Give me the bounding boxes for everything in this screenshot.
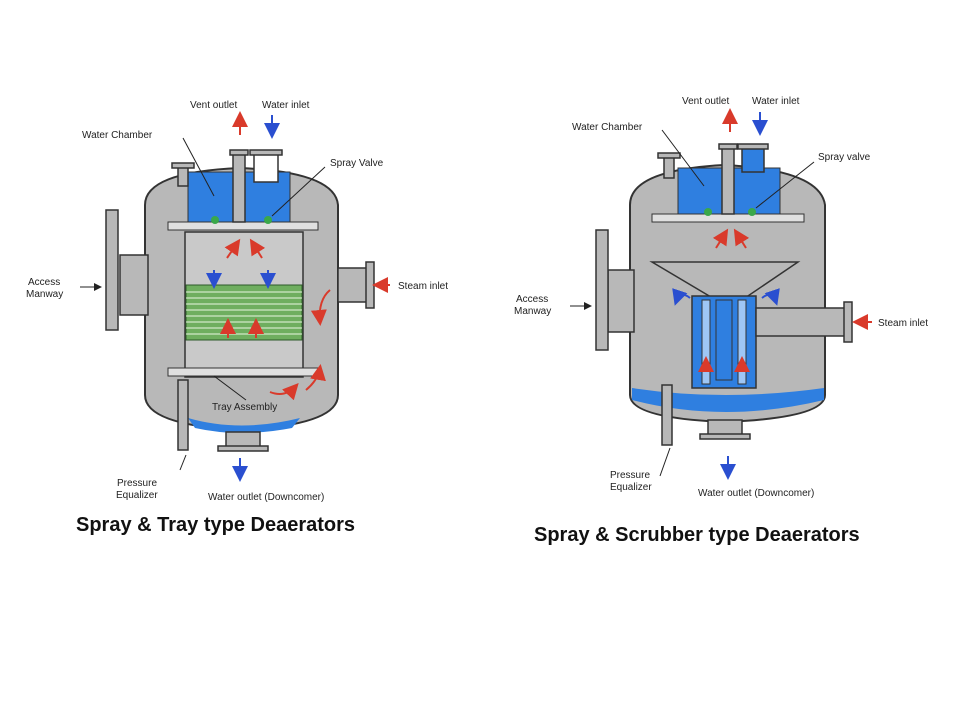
pressure-label: Pressure [117,478,157,489]
water-chamber-label: Water Chamber [572,122,643,133]
water-inlet-label: Water inlet [262,100,310,111]
tray-assembly-label: Tray Assembly [212,402,277,413]
spray-scrubber-drawing: Vent outlet Water inlet Water Chamber Sp… [514,96,928,499]
water-chamber-label: Water Chamber [82,130,153,141]
spray-valve-label: Spray valve [818,152,871,163]
bottom-water [632,388,824,412]
spray-tray-diagram: Vent outlet Water inlet Water Chamber Sp… [26,100,448,536]
vent-outlet-label: Vent outlet [190,100,237,111]
equalizer-label: Equalizer [610,482,652,493]
right-caption: Spray & Scrubber type Deaerators [534,524,860,546]
steam-inlet-label: Steam inlet [398,281,448,292]
spray-tray-drawing: Vent outlet Water inlet Water Chamber Sp… [26,100,448,503]
access-label: Access [28,277,60,288]
left-caption: Spray & Tray type Deaerators [76,514,356,536]
water-inlet-label: Water inlet [752,96,800,107]
pressure-label: Pressure [610,470,650,481]
steam-inlet-label: Steam inlet [878,318,928,329]
access-label: Access [516,294,548,305]
spray-valve-label: Spray Valve [330,158,384,169]
water-outlet-label: Water outlet (Downcomer) [208,492,324,503]
manway-label: Manway [26,289,63,300]
bottom-water [188,418,300,433]
water-outlet-label: Water outlet (Downcomer) [698,488,814,499]
spray-scrubber-diagram: Vent outlet Water inlet Water Chamber Sp… [480,0,960,720]
manway-label: Manway [514,306,551,317]
equalizer-label: Equalizer [116,490,158,501]
vent-outlet-label: Vent outlet [682,96,729,107]
